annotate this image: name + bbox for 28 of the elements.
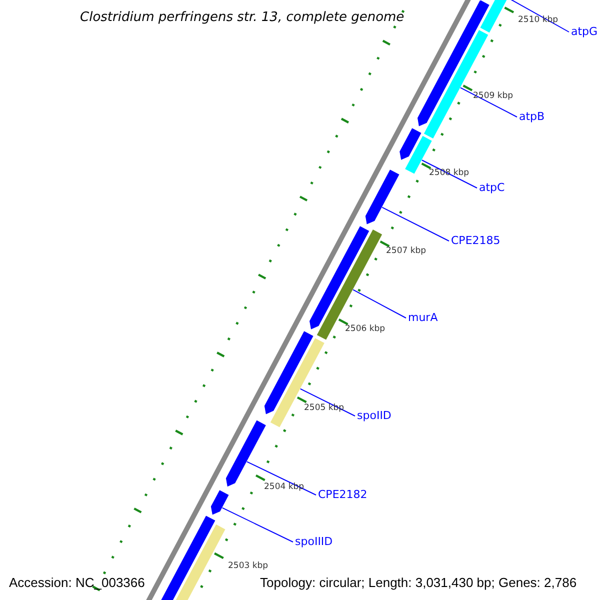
gene-label: atpG: [571, 26, 598, 37]
leader-line: [352, 289, 406, 318]
gene-block: [364, 168, 400, 226]
gene-bar: [270, 337, 326, 428]
gene-bar: [316, 228, 383, 341]
scale-label: 2506 kbp: [345, 325, 386, 334]
gene-label: CPE2185: [451, 235, 500, 246]
title: Clostridium perfringens str. 13, complete genome: [80, 11, 404, 24]
scale-label: 2503 kbp: [228, 562, 268, 570]
gene-label: CPE2182: [318, 489, 368, 500]
leader-line: [246, 461, 316, 496]
leader-line: [382, 206, 450, 242]
leader-line: [222, 507, 294, 542]
scale-label: 2508 kbp: [429, 169, 470, 178]
gene-label: murA: [408, 312, 438, 323]
gene-block: [308, 225, 370, 330]
leader-line: [300, 388, 356, 416]
gene-block: [398, 127, 422, 161]
scale-label: 2507 kbp: [386, 247, 426, 256]
footer-text: Accession: NC_003366: [9, 576, 145, 589]
leader-line: [460, 87, 518, 118]
gene-label: atpB: [519, 111, 545, 122]
gene-label: spoIIID: [295, 536, 333, 547]
footer-text: Topology: circular; Length: 3,031,430 bp; Genes: 2,786: [260, 576, 577, 589]
gene-label: atpC: [479, 182, 505, 193]
gene-block: [210, 489, 230, 516]
gene-label: spoIID: [357, 410, 392, 421]
leader-line: [421, 160, 478, 188]
